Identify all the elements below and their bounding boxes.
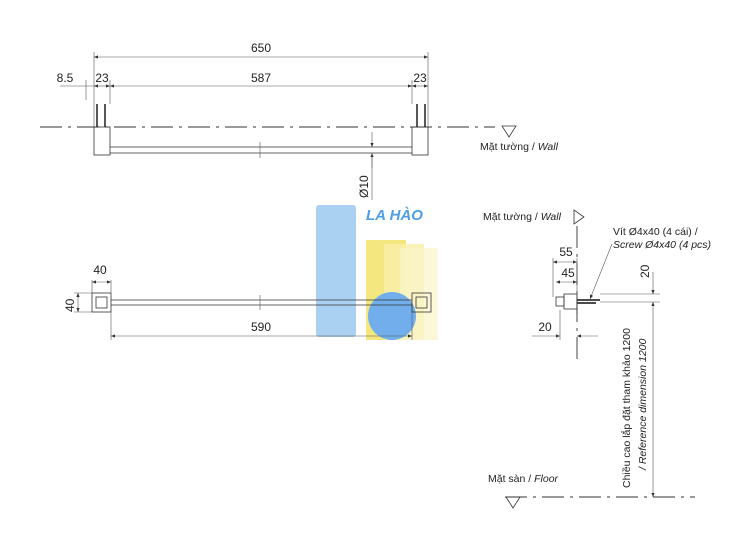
right-bracket [411,126,429,156]
dim-590: 590 [251,320,271,334]
side-bracket [563,293,578,310]
dim-20-top: 20 [638,264,652,278]
top-view: 40 40 590 [63,263,432,340]
front-view: Mặt tường / Wall 650 8.5 23 587 23 [40,41,559,200]
ref-height-vi: Chiều cao lắp đặt tham khảo 1200 [620,328,633,488]
dim-45: 45 [561,266,575,280]
wall-symbol-side-icon [573,209,585,225]
wall-label: Mặt tường / Wall [480,141,559,153]
watermark-logo: LA HÀO [316,205,438,340]
ref-height-en: / Reference dimension 1200 [637,339,649,471]
left-bracket [93,126,111,156]
dim-55: 55 [559,245,573,259]
dim-20-left: 20 [538,320,552,334]
dim-40-height: 40 [63,298,77,312]
dim-23-left: 23 [95,71,109,85]
dim-diameter: Ø10 [357,175,371,198]
dim-650: 650 [251,41,271,55]
watermark-text: LA HÀO [366,207,423,224]
wall-symbol-icon [501,125,517,138]
screw-label-vi: Vít Ø4x40 (4 cái) / [613,226,698,238]
dim-8-5: 8.5 [57,71,74,85]
left-base-plate [91,292,112,313]
right-base-plate [411,292,432,313]
dim-23-right: 23 [413,71,427,85]
floor-label: Mặt sàn / Floor [488,473,559,485]
dim-40-width: 40 [93,263,107,277]
floor-symbol-icon [505,496,521,509]
side-view: Mặt tường / Wall 55 45 20 20 Vít Ø4x40 (… [483,209,711,509]
dim-587: 587 [251,71,271,85]
wall-label-side: Mặt tường / Wall [483,211,562,223]
screw-label-en: Screw Ø4x40 (4 pcs) [613,239,711,251]
